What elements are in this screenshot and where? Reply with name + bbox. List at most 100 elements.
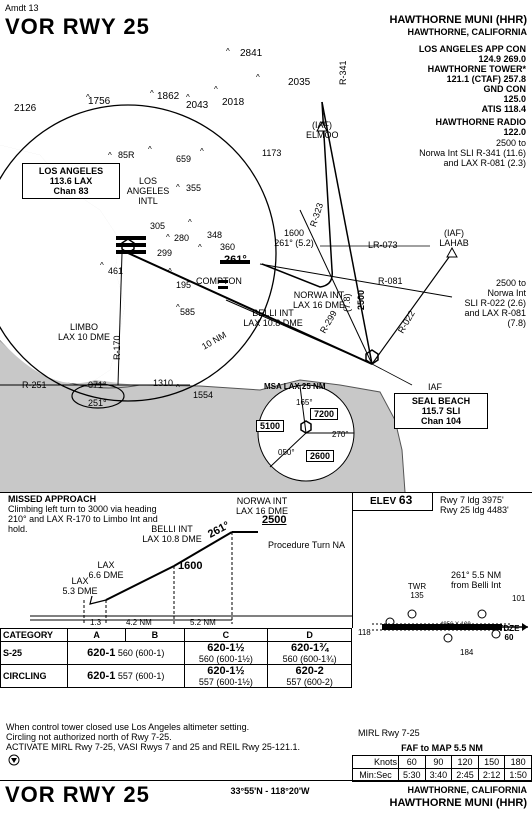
- final-course: [127, 252, 373, 365]
- svg-text:^: ^: [198, 243, 202, 252]
- course-elmoo: [261, 101, 333, 288]
- cat-s25: S-25: [0, 641, 68, 665]
- hdr-category: CATEGORY: [0, 628, 68, 642]
- divider-footer: [0, 780, 532, 781]
- elmoo-label: (IAF) ELMOO: [306, 120, 339, 140]
- footer-city: HAWTHORNE, CALIFORNIA: [407, 785, 528, 795]
- elev-585: 585: [180, 307, 196, 317]
- cat-circling: CIRCLING: [0, 664, 68, 688]
- svg-text:^: ^: [226, 47, 230, 56]
- d071-label: 071°: [88, 380, 107, 390]
- msa-5100: 5100: [256, 420, 285, 432]
- takeoff-symbol-icon: [8, 754, 20, 766]
- svg-text:^: ^: [256, 73, 260, 82]
- elev-box: [352, 492, 433, 511]
- profile-lax66: LAX 6.6 DME: [88, 560, 124, 580]
- profile-lax53: LAX 5.3 DME: [62, 576, 98, 596]
- lahab-triangle: [446, 246, 458, 258]
- knots-0: 60: [398, 755, 426, 769]
- profile-belli: BELLI INT LAX 10.8 DME: [142, 524, 202, 544]
- elev-2043: 2043: [186, 100, 209, 111]
- course-lahab: [371, 252, 453, 365]
- hdr-d: D: [267, 628, 352, 642]
- elev-184: 184: [460, 648, 474, 657]
- norwa-label: NORWA INT LAX 16 DME: [292, 290, 346, 310]
- time-4: 1:50: [504, 768, 532, 782]
- elmoo-note: 2500 to Norwa Int SLI R-341 (11.6) and L…: [419, 138, 526, 168]
- notes: When control tower closed use Los Angele…: [6, 722, 300, 752]
- svg-text:^: ^: [214, 85, 218, 94]
- minsec-label: Min:Sec: [352, 768, 399, 782]
- course-r170: [117, 252, 123, 386]
- course-r341: [321, 101, 373, 365]
- elev-195: 195: [176, 280, 192, 290]
- r299-alt: 2500: [356, 289, 366, 310]
- msa-7200: 7200: [310, 408, 339, 420]
- elev-1173: 1173: [262, 148, 282, 158]
- elev-2126: 2126: [14, 103, 37, 114]
- fix1600-label: 1600 261° (5.2): [274, 228, 314, 248]
- elev-305: 305: [150, 221, 166, 231]
- svg-text:^: ^: [200, 147, 204, 156]
- elev-1862: 1862: [157, 91, 180, 102]
- elmoo-triangle: [316, 120, 328, 132]
- seal-beach-vor: [365, 349, 379, 365]
- profile-seg2: 4.2 NM: [126, 618, 152, 627]
- b5r-label: 85R: [118, 150, 135, 160]
- elev-1756: 1756: [88, 96, 111, 107]
- elev-118: 118: [358, 628, 371, 637]
- rwy7-ldg: Rwy 7 ldg 3975': [440, 495, 504, 505]
- elev-280: 280: [174, 233, 190, 243]
- limbo-label: LIMBO LAX 10 DME: [57, 322, 111, 342]
- knots-3: 150: [477, 755, 506, 769]
- minimums-table: CATEGORY A B C D S-25 620-1 560 (600-1) …: [0, 628, 352, 688]
- elev-2841: 2841: [240, 48, 263, 59]
- comm-tower: HAWTHORNE TOWER*121.1 (CTAF) 257.8: [427, 64, 526, 84]
- profile-view: [30, 531, 352, 624]
- footer-airport: HAWTHORNE MUNI (HHR): [389, 797, 527, 809]
- lahab-label: (IAF) LAHAB: [439, 228, 469, 248]
- course-261-label: 261°: [224, 254, 247, 266]
- elev-348: 348: [207, 230, 223, 240]
- rwy-dims: 4956 X 100: [440, 622, 471, 628]
- knots-label: Knots: [352, 755, 399, 769]
- comm-atis: ATIS 118.4: [481, 104, 526, 114]
- range-circle: [0, 104, 277, 402]
- profile-norwa-alt: 2500: [262, 514, 287, 526]
- msa-270: 270°: [332, 430, 349, 439]
- s25-ab: 620-1 560 (600-1): [67, 641, 185, 665]
- course-251-label: 251°: [88, 398, 107, 408]
- elev-2018: 2018: [222, 97, 245, 108]
- elev-355: 355: [186, 183, 202, 193]
- msa-050: 050°: [278, 448, 295, 457]
- footer-procedure: VOR RWY 25: [5, 782, 150, 807]
- elev-360: 360: [220, 242, 236, 252]
- svg-text:^: ^: [186, 93, 190, 102]
- elev-299: 299: [157, 248, 173, 258]
- belli-label: BELLI INT LAX 10.8 DME: [243, 308, 303, 328]
- r251-label: R-251: [22, 380, 47, 390]
- holding-pattern: [71, 383, 125, 409]
- svg-text:^: ^: [176, 303, 180, 312]
- belli-note: 261° 5.5 NM from Belli Int: [450, 570, 502, 590]
- circ-ab: 620-1 557 (600-1): [67, 664, 185, 688]
- msa-title: MSA LAX 25 NM: [264, 382, 326, 391]
- tower-elev: TWR 135: [407, 582, 427, 600]
- profile-norwa: NORWA INT LAX 16 DME: [235, 496, 289, 516]
- divider-plan: [0, 492, 532, 493]
- elev-461: 461: [108, 266, 124, 276]
- lax-vor: [121, 238, 135, 254]
- tdze: TDZE 60: [498, 624, 520, 642]
- missed-approach: MISSED APPROACH Climbing left turn to 30…: [8, 494, 158, 534]
- elev-101: 101: [512, 594, 526, 603]
- r341-label: R-341: [338, 60, 348, 85]
- footer-coords: 33°55'N - 118°20'W: [230, 786, 310, 796]
- knots-4: 180: [504, 755, 532, 769]
- mirl-note: MIRL Rwy 7-25: [358, 728, 420, 738]
